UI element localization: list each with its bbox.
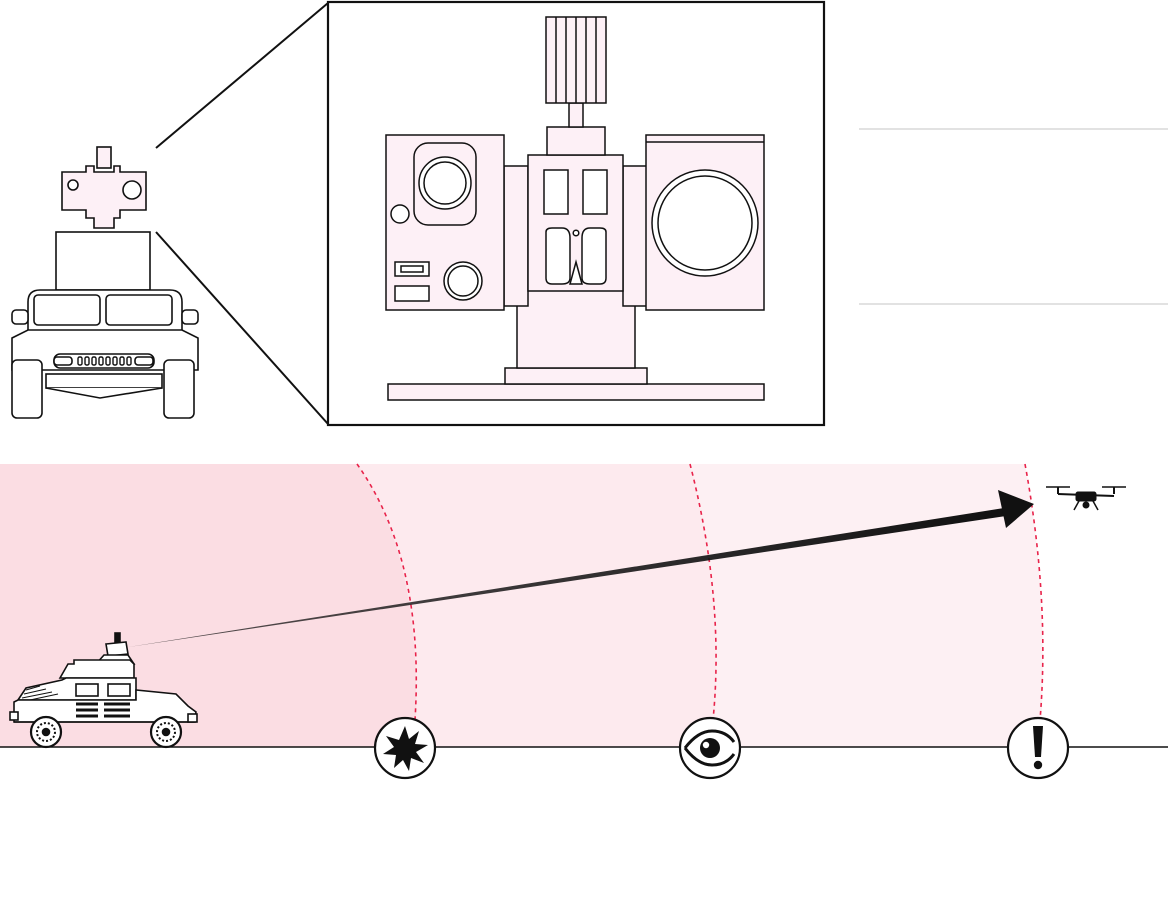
eye-icon — [683, 729, 736, 767]
dividers — [859, 128, 1168, 305]
armored-vehicle-front-icon — [11, 146, 199, 419]
destroy-range-arc — [356, 463, 418, 721]
zoom-connector — [155, 2, 329, 425]
identify-range-arc — [689, 463, 717, 721]
targeting-beam — [122, 490, 1034, 648]
identify-marker — [678, 716, 742, 780]
detect-marker — [1006, 716, 1070, 780]
destroy-marker — [373, 716, 437, 780]
detect-range-arc — [1024, 463, 1044, 721]
explosion-icon — [383, 726, 428, 771]
quadcopter-drone-icon — [1046, 486, 1126, 511]
turret-sensor-icon — [326, 0, 826, 427]
exclamation-icon — [1033, 726, 1043, 770]
range-arcs — [356, 463, 1044, 721]
armored-vehicle-side-icon — [9, 632, 198, 749]
beam-arrowhead — [998, 490, 1034, 528]
